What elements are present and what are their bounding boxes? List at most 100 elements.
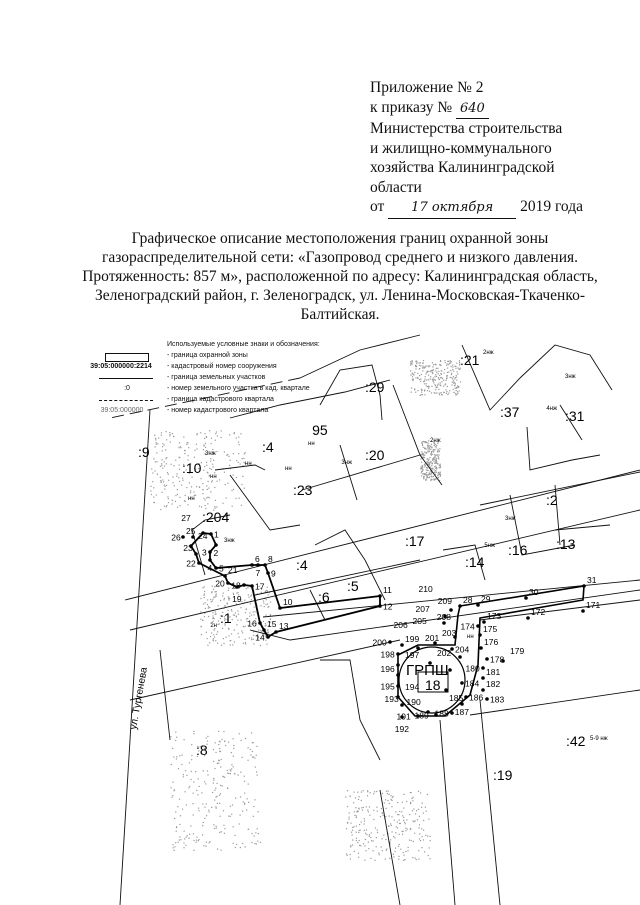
point-label: 176 <box>484 637 498 647</box>
parcel-number: :29 <box>365 379 385 395</box>
point-label: 11 <box>383 585 392 595</box>
point-label: 205 <box>413 616 427 626</box>
point-label: 3 <box>202 548 207 558</box>
point-label: 195 <box>381 682 395 692</box>
parcel-number: :20 <box>365 447 385 463</box>
building-mark: 3нж <box>205 451 216 457</box>
boundary-point <box>481 676 485 680</box>
legend-item-text: - номер земельного участка в кад. кварта… <box>167 384 310 394</box>
point-label: 183 <box>490 695 504 705</box>
point-label: 28 <box>463 595 473 605</box>
boundary-point <box>485 657 489 661</box>
boundary-point <box>209 532 213 536</box>
parcel-number: :17 <box>405 533 425 549</box>
point-label: 5 <box>219 564 224 574</box>
boundary-point <box>242 583 246 587</box>
building-mark: 4нж <box>546 406 557 412</box>
point-label: 172 <box>531 607 545 617</box>
parcel-boundary <box>230 475 300 530</box>
parcel-boundary <box>215 465 265 470</box>
point-label: 13 <box>279 621 289 631</box>
grpsh-number: 18 <box>425 677 441 693</box>
point-label: 19 <box>232 594 242 604</box>
point-label: 171 <box>586 600 600 610</box>
point-label: 175 <box>483 624 497 634</box>
parcel-boundary-symbol <box>99 378 153 379</box>
point-label: 8 <box>268 554 273 564</box>
boundary-point <box>396 663 400 667</box>
boundary-point <box>478 633 482 637</box>
point-label: 179 <box>510 646 524 656</box>
boundary-point <box>396 652 400 656</box>
parcel-number: :21 <box>460 352 480 368</box>
boundary-point <box>263 563 267 567</box>
parcel-number: :19 <box>493 767 513 783</box>
parcel-boundary <box>255 560 420 595</box>
boundary-point <box>458 604 462 608</box>
point-label: 4 <box>208 563 213 573</box>
parcel-number: :14 <box>465 554 485 570</box>
boundary-point <box>526 616 530 620</box>
boundary-point <box>274 630 278 634</box>
point-label: 182 <box>486 679 500 689</box>
point-label: 7 <box>256 568 261 578</box>
point-label: 180 <box>466 664 480 674</box>
point-label: 184 <box>465 679 479 689</box>
building-mark: нн <box>285 466 292 472</box>
boundary-point <box>396 673 400 677</box>
building-mark: нн <box>467 634 474 640</box>
building-hatch <box>420 440 441 481</box>
point-label: 26 <box>171 533 181 543</box>
point-label: 199 <box>405 634 419 644</box>
point-label: 23 <box>183 543 193 553</box>
parcel-number: 95 <box>312 422 328 438</box>
building-mark: нн <box>188 496 195 502</box>
boundary-point <box>524 596 528 600</box>
point-label: 210 <box>419 584 433 594</box>
point-label: 188 <box>435 709 449 719</box>
parcel-number: :10 <box>182 460 202 476</box>
point-label: 202 <box>437 648 451 658</box>
point-label: 173 <box>487 611 501 621</box>
point-label: 187 <box>455 707 469 717</box>
boundary-point <box>476 624 480 628</box>
boundary-point <box>194 552 198 556</box>
boundary-point <box>582 584 586 588</box>
point-label: 22 <box>186 559 196 569</box>
legend-item-text: - граница охранной зоны <box>167 351 248 361</box>
point-label: 191 <box>397 712 411 722</box>
parcel-number: :13 <box>556 536 576 552</box>
point-label: 27 <box>181 513 191 523</box>
building-mark: 3нж <box>565 374 576 380</box>
boundary-point <box>266 571 270 575</box>
building-mark: 5-9 нж <box>590 736 608 742</box>
parcel-number: :4 <box>262 439 274 455</box>
point-label: 31 <box>587 575 597 585</box>
parcel-boundary <box>130 640 400 700</box>
parcel-boundary <box>480 600 640 620</box>
boundary-point <box>262 628 266 632</box>
point-label: 25 <box>186 526 196 536</box>
legend-symbol-text: :0 <box>97 384 157 394</box>
building-mark: нн <box>210 474 217 480</box>
boundary-point <box>460 681 464 685</box>
point-label: 186 <box>469 693 483 703</box>
point-label: 209 <box>438 596 452 606</box>
parcel-number: :204 <box>202 509 229 525</box>
parcel-number: :8 <box>196 742 208 758</box>
point-label: 189 <box>415 711 429 721</box>
point-label: 14 <box>255 633 265 643</box>
parcel-boundary <box>527 427 600 470</box>
parcel-number: :37 <box>500 404 520 420</box>
boundary-point <box>481 688 485 692</box>
point-label: 24 <box>198 531 208 541</box>
legend-item-text: - граница кадастрового квартала <box>167 395 274 405</box>
point-label: 181 <box>486 667 500 677</box>
street-name: ул. Тургенева <box>128 666 150 730</box>
boundary-point <box>226 581 230 585</box>
boundary-point <box>481 666 485 670</box>
building-hatch <box>410 360 461 396</box>
point-label: 12 <box>383 602 393 612</box>
boundary-point <box>181 535 185 539</box>
parcel-boundaries <box>110 335 640 905</box>
